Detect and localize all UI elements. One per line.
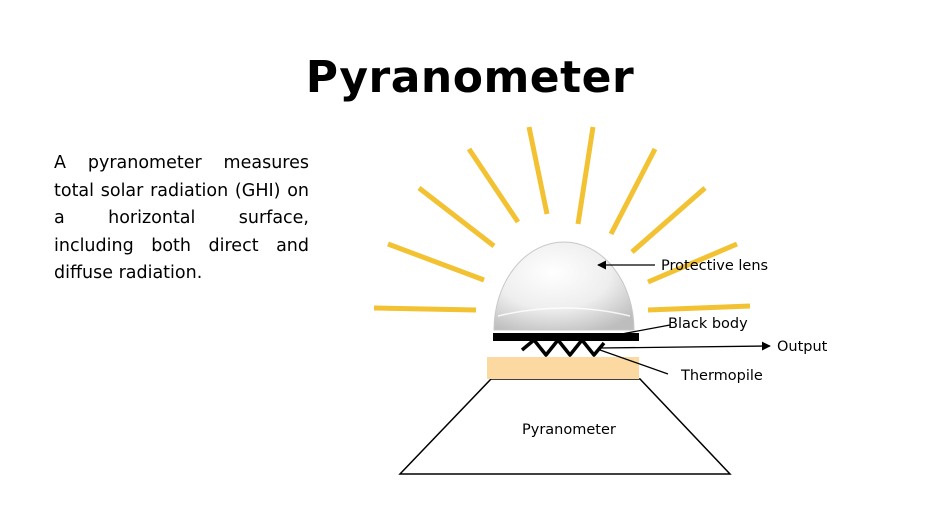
sun-ray	[630, 186, 707, 254]
label-thermopile: Thermopile	[680, 368, 763, 384]
black-body-plate	[493, 333, 639, 341]
thermopile-zigzag	[520, 338, 606, 357]
thermopile-plate	[487, 357, 639, 379]
sun-ray	[608, 147, 658, 236]
sun-rays	[373, 126, 751, 313]
label-base: Pyranometer	[522, 422, 616, 438]
label-black-body: Black body	[668, 316, 748, 332]
sun-ray	[647, 303, 751, 313]
page-title: Pyranometer	[305, 52, 635, 103]
protective-lens-dome	[493, 241, 635, 331]
sun-ray	[466, 147, 521, 224]
sun-ray	[575, 126, 596, 225]
sun-ray	[526, 126, 550, 215]
sun-ray	[387, 241, 485, 283]
sun-ray	[373, 305, 477, 313]
sun-ray	[417, 186, 496, 248]
output-arrow	[599, 341, 771, 351]
label-output: Output	[777, 339, 828, 355]
sun-ray	[647, 241, 738, 285]
thermopile-pointer	[599, 349, 669, 375]
label-protective-lens: Protective lens	[661, 258, 768, 274]
description-text: A pyranometer measures total solar radia…	[54, 153, 309, 283]
black-body-pointer	[610, 324, 671, 337]
